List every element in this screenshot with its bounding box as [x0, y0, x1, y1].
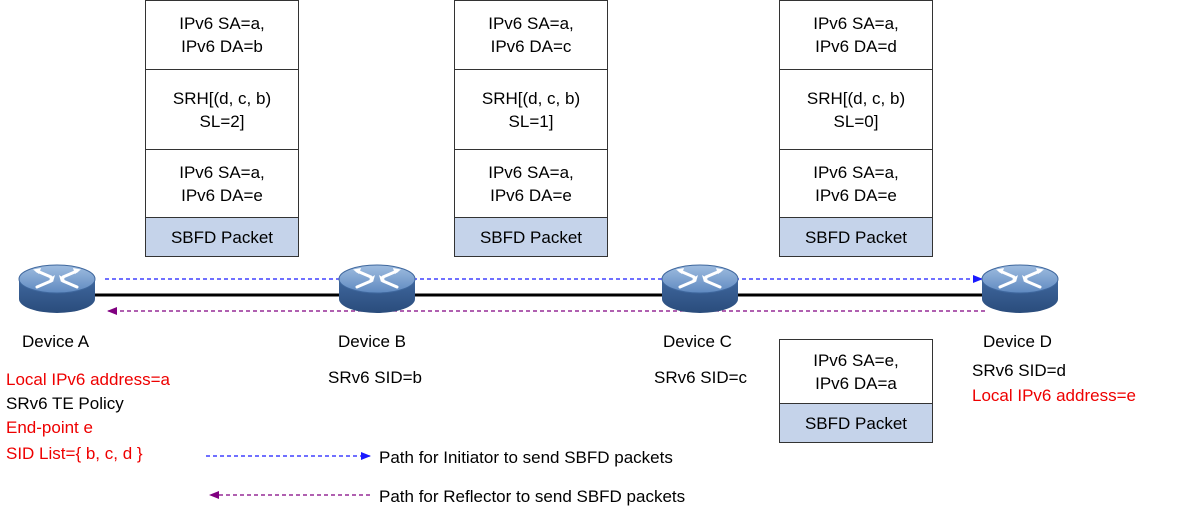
- device-a-label: Device A: [22, 332, 90, 351]
- device-c-label: Device C: [663, 332, 732, 351]
- legend-initiator-text: Path for Initiator to send SBFD packets: [379, 448, 673, 467]
- sbfd-payload: SBFD Packet: [780, 404, 932, 442]
- inner-ipv6-header: IPv6 SA=a, IPv6 DA=e: [146, 150, 298, 218]
- device-a-local-address: Local IPv6 address=a: [6, 370, 170, 389]
- srh-header: SRH[(d, c, b) SL=0]: [780, 70, 932, 150]
- packet-stack-b-to-c: IPv6 SA=a, IPv6 DA=c SRH[(d, c, b) SL=1]…: [454, 0, 608, 257]
- packet-stack-return: IPv6 SA=e, IPv6 DA=a SBFD Packet: [779, 339, 933, 443]
- router-icon-device-c: [660, 263, 740, 315]
- router-icon-device-b: [337, 263, 417, 315]
- sbfd-payload: SBFD Packet: [455, 218, 607, 256]
- packet-stack-a-to-b: IPv6 SA=a, IPv6 DA=b SRH[(d, c, b) SL=2]…: [145, 0, 299, 257]
- return-ipv6-header: IPv6 SA=e, IPv6 DA=a: [780, 340, 932, 404]
- srh-header: SRH[(d, c, b) SL=1]: [455, 70, 607, 150]
- device-d-sid: SRv6 SID=d: [972, 361, 1067, 380]
- outer-ipv6-header: IPv6 SA=a, IPv6 DA=b: [146, 1, 298, 70]
- device-c-sid: SRv6 SID=c: [654, 368, 748, 387]
- inner-ipv6-header: IPv6 SA=a, IPv6 DA=e: [780, 150, 932, 218]
- inner-ipv6-header: IPv6 SA=a, IPv6 DA=e: [455, 150, 607, 218]
- srh-header: SRH[(d, c, b) SL=2]: [146, 70, 298, 150]
- packet-stack-c-to-d: IPv6 SA=a, IPv6 DA=d SRH[(d, c, b) SL=0]…: [779, 0, 933, 257]
- router-icon-device-a: [17, 263, 97, 315]
- outer-ipv6-header: IPv6 SA=a, IPv6 DA=c: [455, 1, 607, 70]
- device-a-endpoint: End-point e: [6, 418, 93, 437]
- device-d-label: Device D: [983, 332, 1052, 351]
- outer-ipv6-header: IPv6 SA=a, IPv6 DA=d: [780, 1, 932, 70]
- legend-reflector-text: Path for Reflector to send SBFD packets: [379, 487, 686, 506]
- device-b-sid: SRv6 SID=b: [328, 368, 423, 387]
- sbfd-payload: SBFD Packet: [146, 218, 298, 256]
- router-icon-device-d: [980, 263, 1060, 315]
- sbfd-payload: SBFD Packet: [780, 218, 932, 256]
- device-a-sid-list: SID List={ b, c, d }: [6, 444, 143, 463]
- device-a-policy: SRv6 TE Policy: [6, 394, 124, 413]
- device-b-label: Device B: [338, 332, 407, 351]
- device-d-local-address: Local IPv6 address=e: [972, 386, 1136, 405]
